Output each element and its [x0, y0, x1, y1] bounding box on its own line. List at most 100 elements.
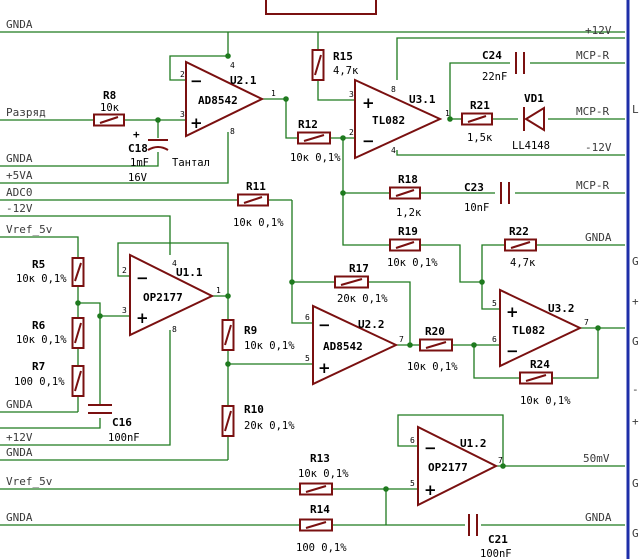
net-razryad: Разряд [6, 106, 46, 119]
svg-text:−: − [362, 132, 375, 150]
u2-2-pin5: 5 [305, 354, 310, 363]
opamp-u1-1: − + U1.1 OP2177 2 3 1 4 8 [122, 253, 221, 337]
r11-value: 10к 0,1% [233, 217, 284, 229]
resistor-r13: R13 10к 0,1% [298, 452, 349, 496]
resistor-r18: R18 1,2к [389, 173, 422, 219]
u2-1-part: AD8542 [198, 94, 238, 107]
c23-ref: C23 [464, 181, 484, 194]
r15-value: 4,7к [333, 65, 359, 77]
svg-text:−: − [136, 269, 149, 287]
u3-1-part: TL082 [372, 114, 405, 127]
u1-2-pin5: 5 [410, 479, 415, 488]
r15-ref: R15 [333, 50, 353, 63]
r12-value: 10к 0,1% [290, 152, 341, 164]
u1-1-pin4: 4 [172, 259, 177, 268]
opamp-u3-1: + − U3.1 TL082 3 2 1 8 4 [349, 78, 450, 160]
edge-glyph-plus1: + [632, 295, 639, 308]
edge-glyph-g2: G [632, 335, 639, 348]
edge-glyph-l: L [632, 103, 639, 116]
r21-ref: R21 [470, 99, 490, 112]
r8-value: 10к [100, 102, 120, 114]
net-vref-top: Vref_5v [6, 223, 53, 236]
u2-2-pin7: 7 [399, 335, 404, 344]
r9-ref: R9 [244, 324, 257, 337]
r24-ref: R24 [530, 358, 550, 371]
edge-glyph-minus: - [632, 383, 639, 396]
u2-2-ref: U2.2 [358, 318, 385, 331]
r8-ref: R8 [103, 89, 116, 102]
resistor-r12: R12 10к 0,1% [290, 118, 341, 164]
top-connector-frame [265, 0, 377, 15]
c21-value: 100nF [480, 548, 512, 559]
opamp-u3-2: + − U3.2 TL082 5 6 7 [492, 288, 589, 368]
r13-value: 10к 0,1% [298, 468, 349, 480]
u1-2-part: OP2177 [428, 461, 468, 474]
diode-vd1: VD1 LL4148 [512, 92, 550, 152]
svg-text:+: + [506, 303, 519, 321]
u1-2-pin7: 7 [498, 456, 503, 465]
net-mcpr-1: MCP-R [576, 49, 609, 62]
capacitor-c21: C21 100nF [468, 514, 512, 559]
resistor-r19: R19 10к 0,1% [387, 225, 438, 269]
capacitor-c18: + C18 1mF 16V Тантал [128, 128, 210, 184]
u2-1-pin8: 8 [230, 127, 235, 136]
r11-ref: R11 [246, 180, 266, 193]
edge-glyph-g1: G [632, 255, 639, 268]
resistor-r14: R14 100 0,1% [296, 503, 347, 554]
r19-ref: R19 [398, 225, 418, 238]
u2-1-ref: U2.1 [230, 74, 257, 87]
net-gnda-mid: GNDA [6, 152, 33, 165]
u1-1-pin8: 8 [172, 325, 177, 334]
resistor-r9: R9 10к 0,1% [221, 319, 295, 352]
svg-text:+: + [136, 309, 149, 327]
r5-ref: R5 [32, 258, 45, 271]
r20-ref: R20 [425, 325, 445, 338]
c18-note: Тантал [172, 157, 210, 169]
opamp-u1-2: − + U1.2 OP2177 6 5 7 [410, 425, 503, 507]
u3-2-part: TL082 [512, 324, 545, 337]
resistor-r20: R20 10к 0,1% [407, 325, 458, 373]
u3-1-pin2: 2 [349, 128, 354, 137]
svg-text:−: − [506, 342, 519, 360]
resistor-r15: R15 4,7к [311, 49, 359, 81]
resistor-r21: R21 1,5к [461, 99, 493, 144]
resistor-r22: R22 4,7к [504, 225, 537, 269]
u2-1-pin3: 3 [180, 110, 185, 119]
capacitor-c24: C24 22nF [482, 49, 525, 83]
r10-value: 20к 0,1% [244, 420, 295, 432]
net-m12v-left: -12V [6, 202, 33, 215]
resistor-r8: R8 10к [93, 89, 125, 127]
svg-text:+: + [424, 481, 437, 499]
u3-2-pin6: 6 [492, 335, 497, 344]
u1-1-ref: U1.1 [176, 266, 203, 279]
svg-text:+: + [362, 94, 375, 112]
net-gnda-c21: GNDA [585, 511, 612, 524]
net-gnda-r10: GNDA [6, 446, 33, 459]
r22-value: 4,7к [510, 257, 536, 269]
u2-1-pin1: 1 [271, 89, 276, 98]
net-mcpr-2: MCP-R [576, 105, 609, 118]
vd1-part: LL4148 [512, 140, 550, 152]
svg-text:+: + [318, 359, 331, 377]
u2-2-pin6: 6 [305, 313, 310, 322]
r17-ref: R17 [349, 262, 369, 275]
r7-ref: R7 [32, 360, 45, 373]
r7-value: 100 0,1% [14, 376, 65, 388]
r12-ref: R12 [298, 118, 318, 131]
r6-ref: R6 [32, 319, 46, 332]
capacitor-c23: C23 10nF [464, 181, 510, 214]
u3-2-ref: U3.2 [548, 302, 575, 315]
wires [0, 31, 625, 526]
r13-ref: R13 [310, 452, 330, 465]
u3-1-pin1: 1 [445, 109, 450, 118]
u1-1-part: OP2177 [143, 291, 183, 304]
c24-value: 22nF [482, 71, 507, 83]
net-vref-bottom: Vref_5v [6, 475, 53, 488]
resistor-r5: R5 10к 0,1% [16, 257, 85, 287]
c21-ref: C21 [488, 533, 508, 546]
r14-ref: R14 [310, 503, 330, 516]
r10-ref: R10 [244, 403, 264, 416]
svg-text:+: + [190, 114, 203, 132]
capacitor-c16: C16 100nF [88, 404, 140, 444]
u1-2-ref: U1.2 [460, 437, 487, 450]
